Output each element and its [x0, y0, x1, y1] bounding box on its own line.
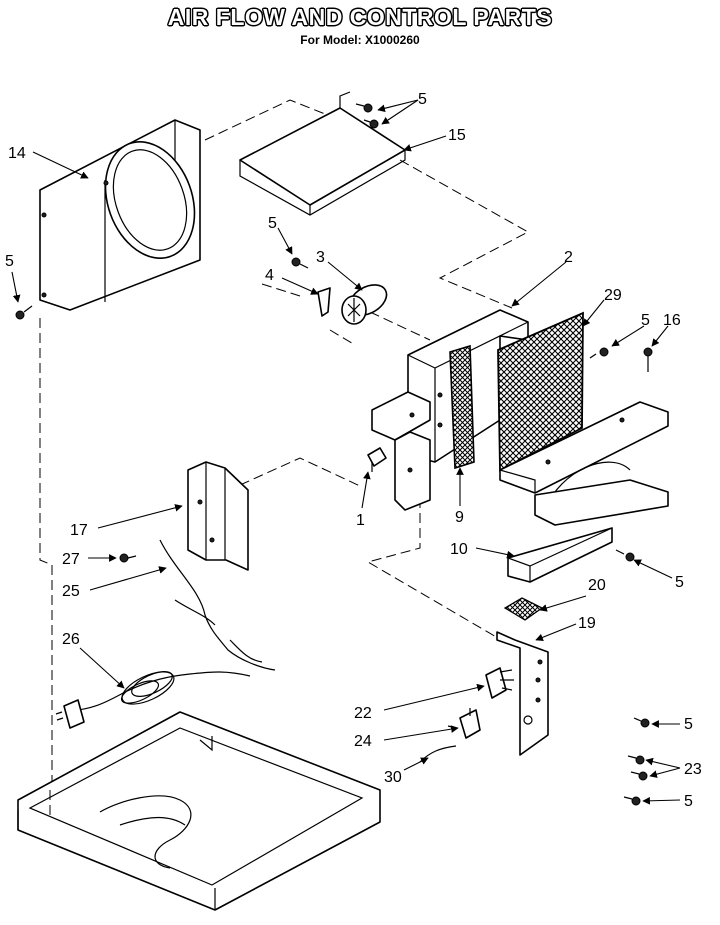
part-base-pan: [17, 711, 381, 911]
callout-5: 5: [641, 312, 650, 329]
screw-icon: [643, 347, 653, 372]
callout-5: 5: [5, 253, 14, 270]
callout-27: 27: [62, 551, 80, 568]
part-29-air-filter: [497, 311, 584, 472]
screw-icon: [363, 119, 379, 129]
part-22-rotary-switch: [485, 667, 514, 699]
screw-icon: [615, 549, 635, 562]
callout-3: 3: [316, 249, 325, 266]
callout-29: 29: [604, 287, 622, 304]
callout-23: 23: [684, 761, 702, 778]
callout-5: 5: [684, 716, 693, 733]
part-base-channel: [499, 401, 669, 526]
callout-5: 5: [675, 574, 684, 591]
callout-1: 1: [356, 512, 365, 529]
callout-20: 20: [588, 577, 606, 594]
callout-9: 9: [455, 509, 464, 526]
part-3-motor: [341, 284, 388, 325]
callout-19: 19: [578, 615, 596, 632]
part-20-pad: [503, 597, 544, 621]
diagram-title: AIR FLOW AND CONTROL PARTS: [167, 4, 553, 30]
callout-10: 10: [450, 541, 468, 558]
part-25-wire-harness: [159, 539, 276, 671]
callout-5: 5: [684, 793, 693, 810]
callout-5: 5: [418, 91, 427, 108]
part-26-power-cord: [55, 671, 251, 729]
assembly-lines: [39, 99, 530, 790]
part-17-bracket: [187, 461, 249, 571]
screw-icon: [119, 553, 137, 563]
part-14-fan-shroud: [39, 119, 201, 311]
part-10-channel: [507, 527, 613, 583]
part-19-control-bracket: [496, 631, 549, 756]
model-subtitle: For Model: X1000260: [300, 33, 420, 47]
callout-numbers: 5 15 14 5 5 3 4 2 29 5 16 1 9 10 5 20 19…: [5, 91, 702, 810]
callout-14: 14: [8, 145, 26, 162]
screw-icon: [15, 305, 33, 320]
part-24-switch: [447, 708, 481, 739]
callout-25: 25: [62, 583, 80, 600]
screws: [15, 103, 653, 806]
part-9-filter: [449, 344, 475, 470]
part-15-top-panel: [239, 91, 406, 216]
callout-4: 4: [265, 267, 274, 284]
screw-icon: [633, 717, 650, 728]
callout-5: 5: [268, 215, 277, 232]
callout-24: 24: [354, 733, 372, 750]
screw-icon: [627, 755, 645, 765]
screw-icon: [355, 103, 373, 113]
callout-16: 16: [663, 312, 681, 329]
callout-22: 22: [354, 705, 372, 722]
leader-lines: [11, 99, 681, 805]
screw-icon: [291, 257, 309, 269]
screw-icon: [623, 796, 641, 806]
callout-30: 30: [384, 769, 402, 786]
part-1-switch: [367, 447, 387, 472]
screw-icon: [630, 771, 648, 781]
part-4-clip: [317, 287, 331, 317]
callout-15: 15: [448, 127, 466, 144]
callout-17: 17: [70, 522, 88, 539]
callout-2: 2: [564, 249, 573, 266]
screw-icon: [589, 347, 609, 359]
callout-26: 26: [62, 631, 80, 648]
